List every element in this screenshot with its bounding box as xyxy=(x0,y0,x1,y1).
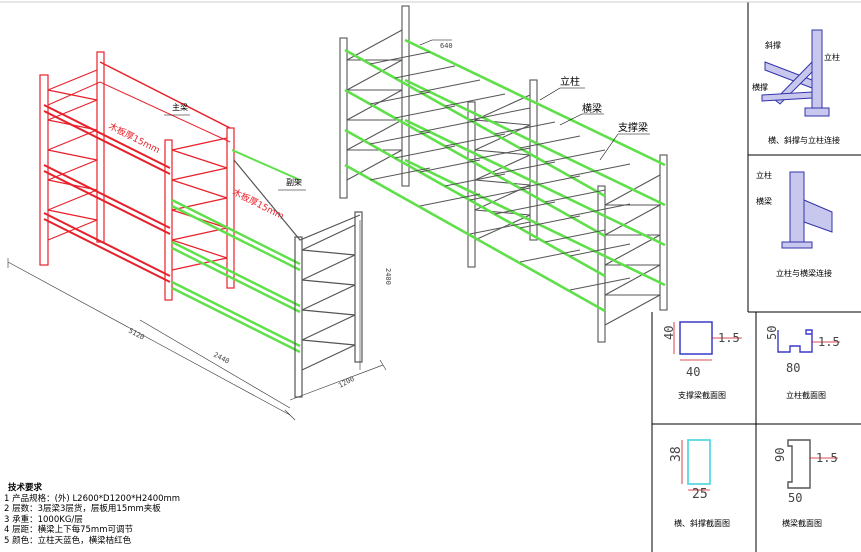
main-beam-label: 主梁 xyxy=(172,102,188,112)
sub-beam-label: 副架 xyxy=(286,178,302,187)
spec-line: 5 颜色：立柱天蓝色，横梁桔红色 xyxy=(4,535,132,546)
beam-section-caption: 横梁截面图 xyxy=(782,518,822,528)
tech-requirements: 技术要求 1 产品规格：(外) L2600*D1200*H2400mm 2 层数… xyxy=(4,483,304,547)
right-rack-drawing: 640 立柱 横梁 支撑梁 xyxy=(339,5,668,343)
green-sub-section xyxy=(171,149,363,398)
brace-diag-label: 斜撑 xyxy=(765,40,781,50)
brace-section-w: 25 xyxy=(692,487,708,502)
dim-depth: 1200 xyxy=(337,375,356,390)
left-rack-drawing: 木板厚15mm 主梁 木板厚15mm 副架 2400 5120 2440 120… xyxy=(7,51,392,421)
brace-section-h: 38 xyxy=(669,446,684,462)
beam-conn-beam-label: 横梁 xyxy=(756,196,772,206)
brace-upright-label: 立柱 xyxy=(824,52,840,62)
support-section-t: 1.5 xyxy=(718,331,740,345)
right-rack-crossbars xyxy=(369,51,631,291)
dim-section-length: 2440 xyxy=(212,351,231,366)
right-rack-frames xyxy=(339,5,668,343)
support-section-caption: 支撑梁截面图 xyxy=(678,390,726,400)
upright-section-caption: 立柱截面图 xyxy=(786,390,826,400)
brace-connection-detail: 斜撑 立柱 横撑 横、斜撑与立柱连接 xyxy=(752,29,840,145)
support-section-h: 40 xyxy=(662,326,676,340)
brace-connection-caption: 横、斜撑与立柱连接 xyxy=(768,135,840,145)
dim-top: 640 xyxy=(440,42,453,50)
spec-line: 3 承重：1000KG/层 xyxy=(4,514,83,525)
spec-line: 2 层数：3层梁3层货，层板用15mm夹板 xyxy=(4,504,161,515)
support-beam-section: 40 1.5 40 支撑梁截面图 xyxy=(662,321,742,400)
board-label-sub: 木板厚15mm xyxy=(231,186,286,222)
right-rack-green-beams xyxy=(344,38,666,313)
spec-line: 4 层距：横梁上下每75mm可调节 xyxy=(4,525,133,536)
upright-label: 立柱 xyxy=(560,75,580,88)
beam-label: 横梁 xyxy=(582,102,602,115)
beam-section-t: 1.5 xyxy=(816,451,838,465)
beam-conn-upright-label: 立柱 xyxy=(756,170,772,180)
beam-connection-detail: 立柱 横梁 立柱与横梁连接 xyxy=(756,170,833,278)
beam-section-w: 50 xyxy=(788,491,802,505)
beam-connection-caption: 立柱与横梁连接 xyxy=(776,268,832,278)
brace-horiz-label: 横撑 xyxy=(752,82,768,92)
dimension-lines xyxy=(7,220,387,421)
upright-section-h: 50 xyxy=(765,326,779,340)
red-main-section xyxy=(39,51,235,301)
specs-title: 技术要求 xyxy=(8,483,43,493)
upright-section-w: 80 xyxy=(786,361,800,375)
dim-height: 2400 xyxy=(384,268,392,285)
upright-section: 50 1.5 80 立柱截面图 xyxy=(765,326,840,400)
dim-total-length: 5120 xyxy=(127,327,146,342)
beam-section-h: 90 xyxy=(773,448,787,462)
upright-section-t: 1.5 xyxy=(818,335,840,349)
beam-section: 90 1.5 50 横梁截面图 xyxy=(773,439,838,528)
brace-section-caption: 横、斜撑截面图 xyxy=(674,518,730,528)
support-beam-label: 支撑梁 xyxy=(618,121,648,134)
spec-line: 1 产品规格：(外) L2600*D1200*H2400mm xyxy=(4,493,181,504)
support-section-w: 40 xyxy=(686,365,700,379)
brace-section: 38 25 横、斜撑截面图 xyxy=(669,439,730,528)
